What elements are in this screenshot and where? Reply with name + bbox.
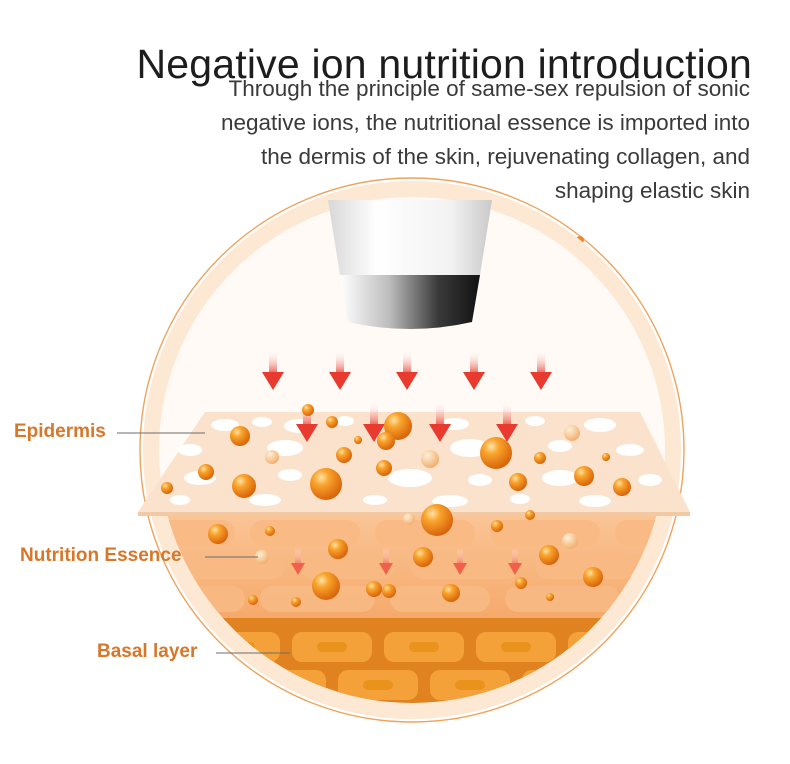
beauty-device-head-icon	[328, 200, 492, 329]
epidermis-layer	[138, 412, 690, 516]
nutrient-droplet-icon	[161, 404, 631, 607]
subtitle-line-3: the dermis of the skin, rejuvenating col…	[260, 144, 750, 169]
label-epidermis: Epidermis	[14, 421, 106, 442]
arrow-down-icon	[291, 548, 522, 575]
subtitle-line-1: Through the principle of same-sex repuls…	[228, 76, 750, 101]
page-subtitle: Through the principle of same-sex repuls…	[130, 72, 750, 208]
subtitle-line-2: negative ions, the nutritional essence i…	[220, 110, 750, 135]
subtitle-line-4: shaping elastic skin	[554, 178, 750, 203]
outer-ring	[139, 177, 685, 723]
label-basal-layer: Basal layer	[97, 641, 198, 662]
page-title: Negative ion nutrition introduction	[136, 41, 752, 88]
label-nutrition-essence: Nutrition Essence	[20, 545, 182, 566]
